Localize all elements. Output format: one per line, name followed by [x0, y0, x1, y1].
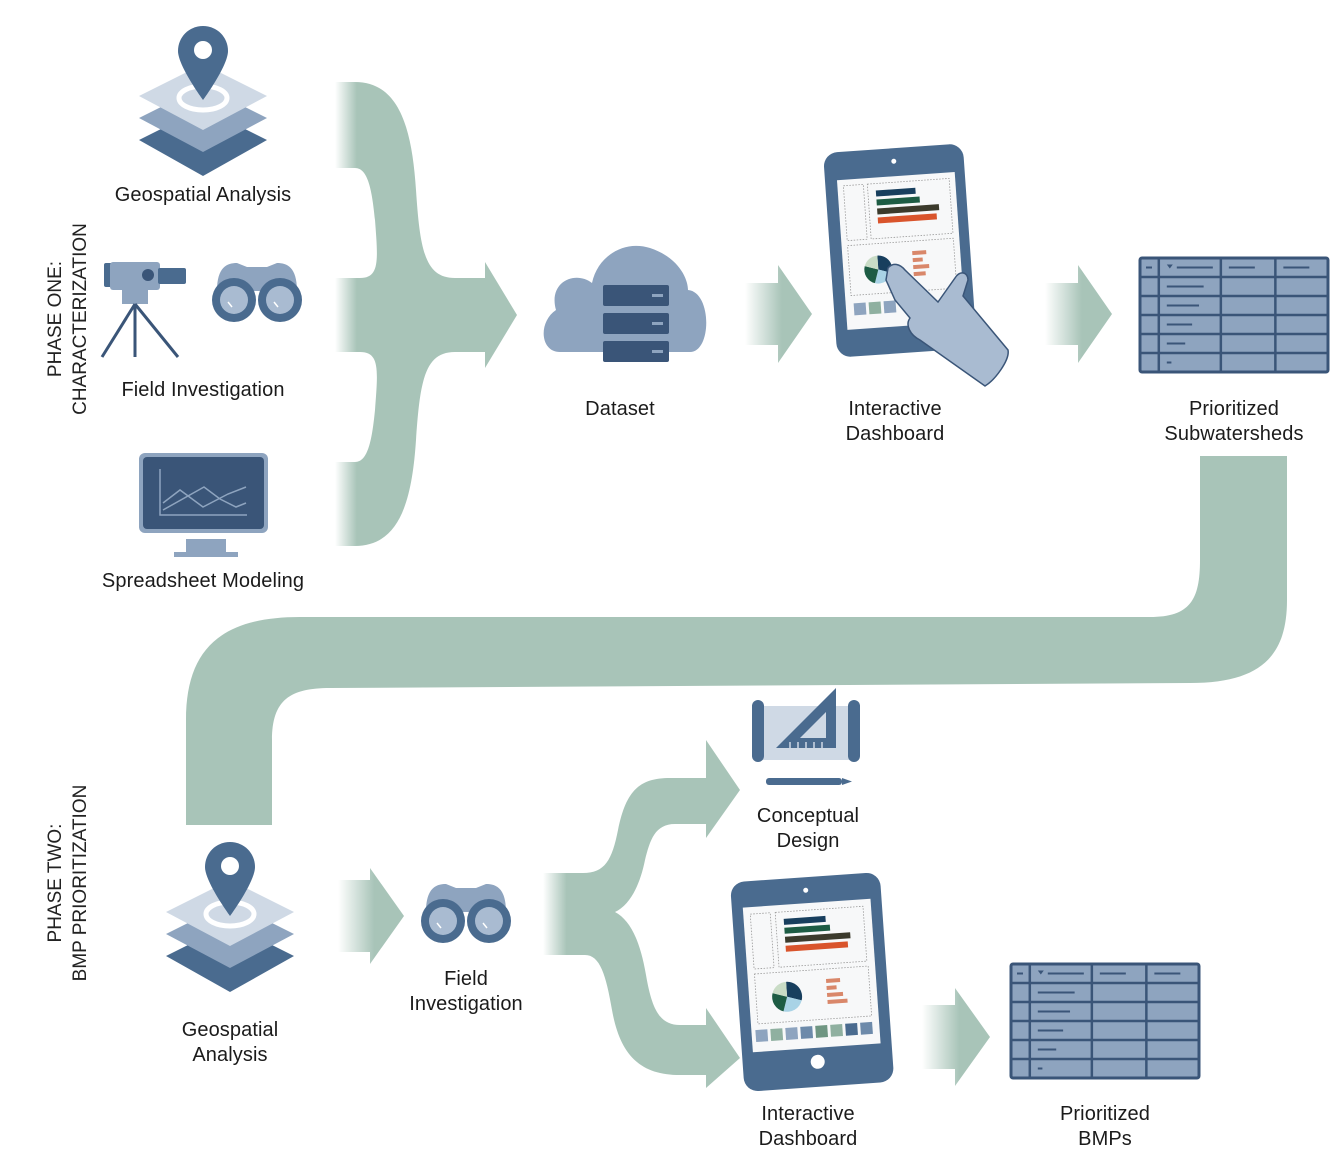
prioritized-subwatersheds-label: Prioritized Subwatersheds [1164, 398, 1304, 445]
cloud-server-icon [543, 245, 707, 362]
spreadsheet-modeling-label: Spreadsheet Modeling [101, 570, 305, 592]
dashboard-bar [875, 187, 916, 197]
dashboard-bar-chart [783, 915, 851, 952]
dashboard-bar [785, 941, 849, 952]
interactive-dashboard-label-2: Interactive Dashboard [758, 1103, 858, 1150]
arrow-dashboard-to-bmps [922, 988, 990, 1086]
dashboard-bar [877, 204, 940, 215]
prioritized-bmps-label: Prioritized BMPs [1059, 1103, 1151, 1150]
pie-slice [786, 981, 803, 1001]
dataset-label: Dataset [585, 398, 655, 420]
pie-slice [783, 996, 802, 1012]
blueprint-triangle-icon [752, 688, 860, 785]
phase-one-label: PHASE ONE: CHARACTERIZATION [45, 223, 91, 415]
table-icon [1009, 962, 1201, 1080]
dashboard-bar [783, 915, 826, 925]
tablet-icon [730, 872, 894, 1092]
pie-slice [772, 981, 788, 997]
survey-tripod-icon [100, 262, 186, 358]
split-flow-arrow [543, 740, 740, 1088]
binoculars-icon [212, 263, 302, 322]
field-investigation-label: Field Investigation [121, 379, 285, 401]
phase-connector-flow [186, 456, 1287, 825]
arrow-dashboard-to-subwatersheds [1045, 265, 1112, 363]
dashboard-pie-chart [772, 981, 803, 1012]
map-layers-pin-icon [166, 842, 294, 992]
dashboard-bar [876, 196, 920, 206]
arrow-geospatial-to-field [338, 868, 404, 964]
dashboard-bar-chart [875, 187, 940, 224]
geospatial-analysis-label-2: Geospatial Analysis [181, 1019, 279, 1066]
pie-slice [772, 993, 788, 1012]
pie-slice [864, 266, 879, 284]
geospatial-analysis-label: Geospatial Analysis [114, 184, 292, 206]
arrow-dataset-to-dashboard [745, 265, 812, 363]
dashboard-bar [784, 924, 831, 934]
monitor-chart-icon [139, 453, 268, 557]
merge-flow-arrow [335, 82, 517, 546]
interactive-dashboard-label: Interactive Dashboard [845, 398, 945, 445]
table-icon [1138, 256, 1330, 374]
dashboard-bar [877, 213, 937, 224]
map-layers-pin-icon [139, 26, 267, 176]
field-investigation-label-2: Field Investigation [409, 968, 523, 1015]
hand-pointer-icon [885, 263, 1009, 387]
conceptual-design-label: Conceptual Design [756, 805, 860, 852]
binoculars-icon [421, 884, 511, 943]
dashboard-bar [784, 932, 851, 943]
phase-two-label: PHASE TWO: BMP PRIORITIZATION [45, 784, 91, 982]
pie-slice [864, 255, 879, 270]
